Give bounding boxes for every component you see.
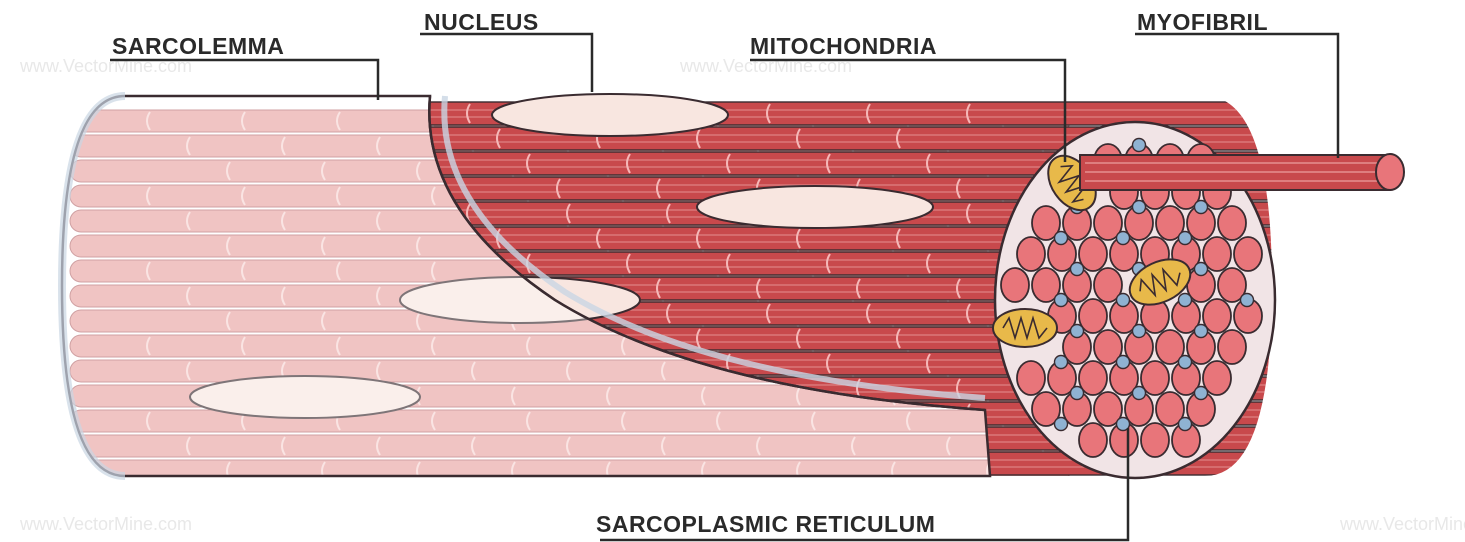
myofibril-end: [1079, 423, 1107, 457]
reticulum-dot: [1071, 325, 1084, 338]
nucleus: [697, 186, 933, 228]
label-mitochondria: MITOCHONDRIA: [750, 33, 937, 59]
label-nucleus: NUCLEUS: [424, 9, 539, 35]
reticulum-dot: [1133, 201, 1146, 214]
reticulum-dot: [1055, 356, 1068, 369]
reticulum-dot: [1133, 387, 1146, 400]
reticulum-dot: [1117, 294, 1130, 307]
reticulum-dot: [1195, 201, 1208, 214]
label-myofibril: MYOFIBRIL: [1137, 9, 1268, 35]
nucleus: [492, 94, 728, 136]
reticulum-dot: [1117, 356, 1130, 369]
reticulum-dot: [1055, 418, 1068, 431]
reticulum-dot: [1055, 294, 1068, 307]
myofibril-end: [1017, 237, 1045, 271]
reticulum-dot: [1055, 232, 1068, 245]
reticulum-dot: [1071, 263, 1084, 276]
reticulum-dot: [1133, 325, 1146, 338]
label-sarcolemma: SARCOLEMMA: [112, 33, 284, 59]
watermark-text: www.VectorMine.com: [1339, 514, 1465, 534]
mitochondrion: [993, 309, 1057, 347]
reticulum-dot: [1241, 294, 1254, 307]
myofibril-end: [1234, 237, 1262, 271]
myofibril-end: [1218, 330, 1246, 364]
watermark-text: www.VectorMine.com: [19, 514, 192, 534]
extended-myofibril: [1080, 154, 1404, 190]
reticulum-dot: [1195, 263, 1208, 276]
reticulum-dot: [1195, 387, 1208, 400]
reticulum-dot: [1133, 139, 1146, 152]
reticulum-dot: [1179, 232, 1192, 245]
myofibril-end: [1376, 154, 1404, 190]
reticulum-dot: [1117, 232, 1130, 245]
myofibril-end: [1017, 361, 1045, 395]
myofibril-end: [1001, 268, 1029, 302]
reticulum-dot: [1179, 294, 1192, 307]
myofibril-end: [1141, 423, 1169, 457]
myofibril-end: [1218, 206, 1246, 240]
label-sarcoplasmic-reticulum: SARCOPLASMIC RETICULUM: [596, 511, 935, 537]
reticulum-dot: [1071, 387, 1084, 400]
reticulum-dot: [1195, 325, 1208, 338]
reticulum-dot: [1179, 356, 1192, 369]
reticulum-dot: [1179, 418, 1192, 431]
nucleus-leader: [420, 34, 592, 92]
